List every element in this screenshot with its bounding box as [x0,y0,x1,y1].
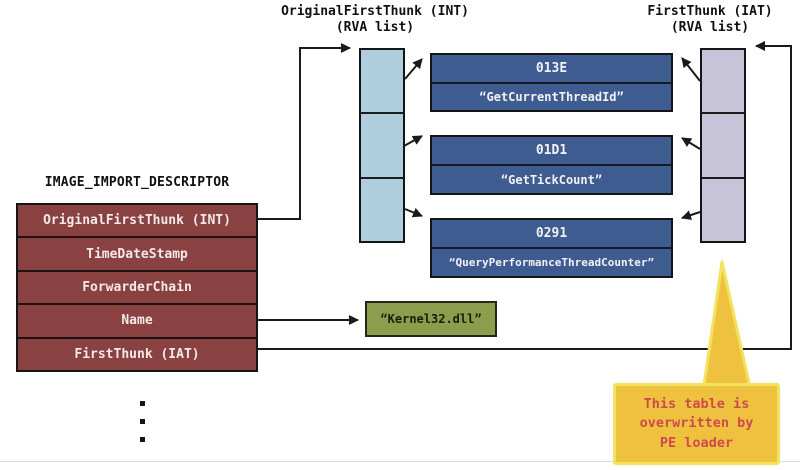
int-rva-cell-3 [361,176,403,241]
hint-value-1: 013E [535,60,568,76]
arrow-iat2-to-entry2 [681,137,701,150]
int-header-line1: OriginalFirstThunk (INT) [281,4,469,19]
callout-line1: This table is [643,395,750,412]
hint-name-entry-2: 01D1 “GetTickCount” [430,135,673,195]
iat-rva-cell-3 [702,176,744,241]
bottom-divider [0,461,800,462]
arrow-int3-to-entry3 [404,207,423,218]
ellipsis-dot-2 [140,419,145,424]
int-rva-list-table [359,48,405,243]
image-import-descriptor-title: IMAGE_IMPORT_DESCRIPTOR [44,175,230,190]
dll-name-box: “Kernel32.dll” [365,301,497,337]
iat-header-line1: FirstThunk (IAT) [647,4,773,19]
arrow-oft-to-int [258,43,351,220]
callout-pointer [701,260,753,394]
descriptor-row-forwarder-chain: ForwarderChain [18,269,256,303]
callout-line2: overwritten by [639,415,754,432]
hint-value-3: 0291 [535,226,568,241]
callout-line3: PE loader [659,434,734,451]
descriptor-row-first-thunk: FirstThunk (IAT) [18,336,256,370]
hint-name-entry-3: 0291 “QueryPerformanceThreadCounter” [430,218,673,278]
function-name-3: “QueryPerformanceThreadCounter” [432,247,671,276]
arrow-iat1-to-entry1 [681,57,701,82]
function-name-1: “GetCurrentThreadId” [432,81,671,111]
int-header-line2: (RVA list) [335,20,415,36]
iat-rva-cell-2 [702,112,744,176]
image-import-descriptor-table: OriginalFirstThunk (INT) TimeDateStamp F… [16,203,258,372]
arrow-int1-to-entry1 [404,58,423,80]
arrow-iat3-to-entry3 [681,210,701,220]
iat-rva-cell-1 [702,50,744,112]
arrow-int2-to-entry2 [403,135,423,147]
int-rva-cell-2 [361,112,403,176]
ellipsis-dot-3 [140,437,145,442]
function-name-2: “GetTickCount” [432,164,671,193]
iat-column-header: FirstThunk (IAT) (RVA list) [620,4,800,37]
int-rva-cell-1 [361,50,403,112]
iat-header-line2: (RVA list) [670,20,750,36]
descriptor-row-name: Name [18,303,256,336]
pe-loader-callout: This table is overwritten by PE loader [613,383,780,465]
iat-rva-list-table [700,48,746,243]
descriptor-row-original-first-thunk: OriginalFirstThunk (INT) [43,213,231,229]
hint-name-entry-1: 013E “GetCurrentThreadId” [430,53,673,112]
ellipsis-dot-1 [140,401,145,406]
descriptor-row-time-date-stamp: TimeDateStamp [18,236,256,269]
hint-value-2: 01D1 [535,143,568,158]
int-column-header: OriginalFirstThunk (INT) (RVA list) [240,4,510,37]
